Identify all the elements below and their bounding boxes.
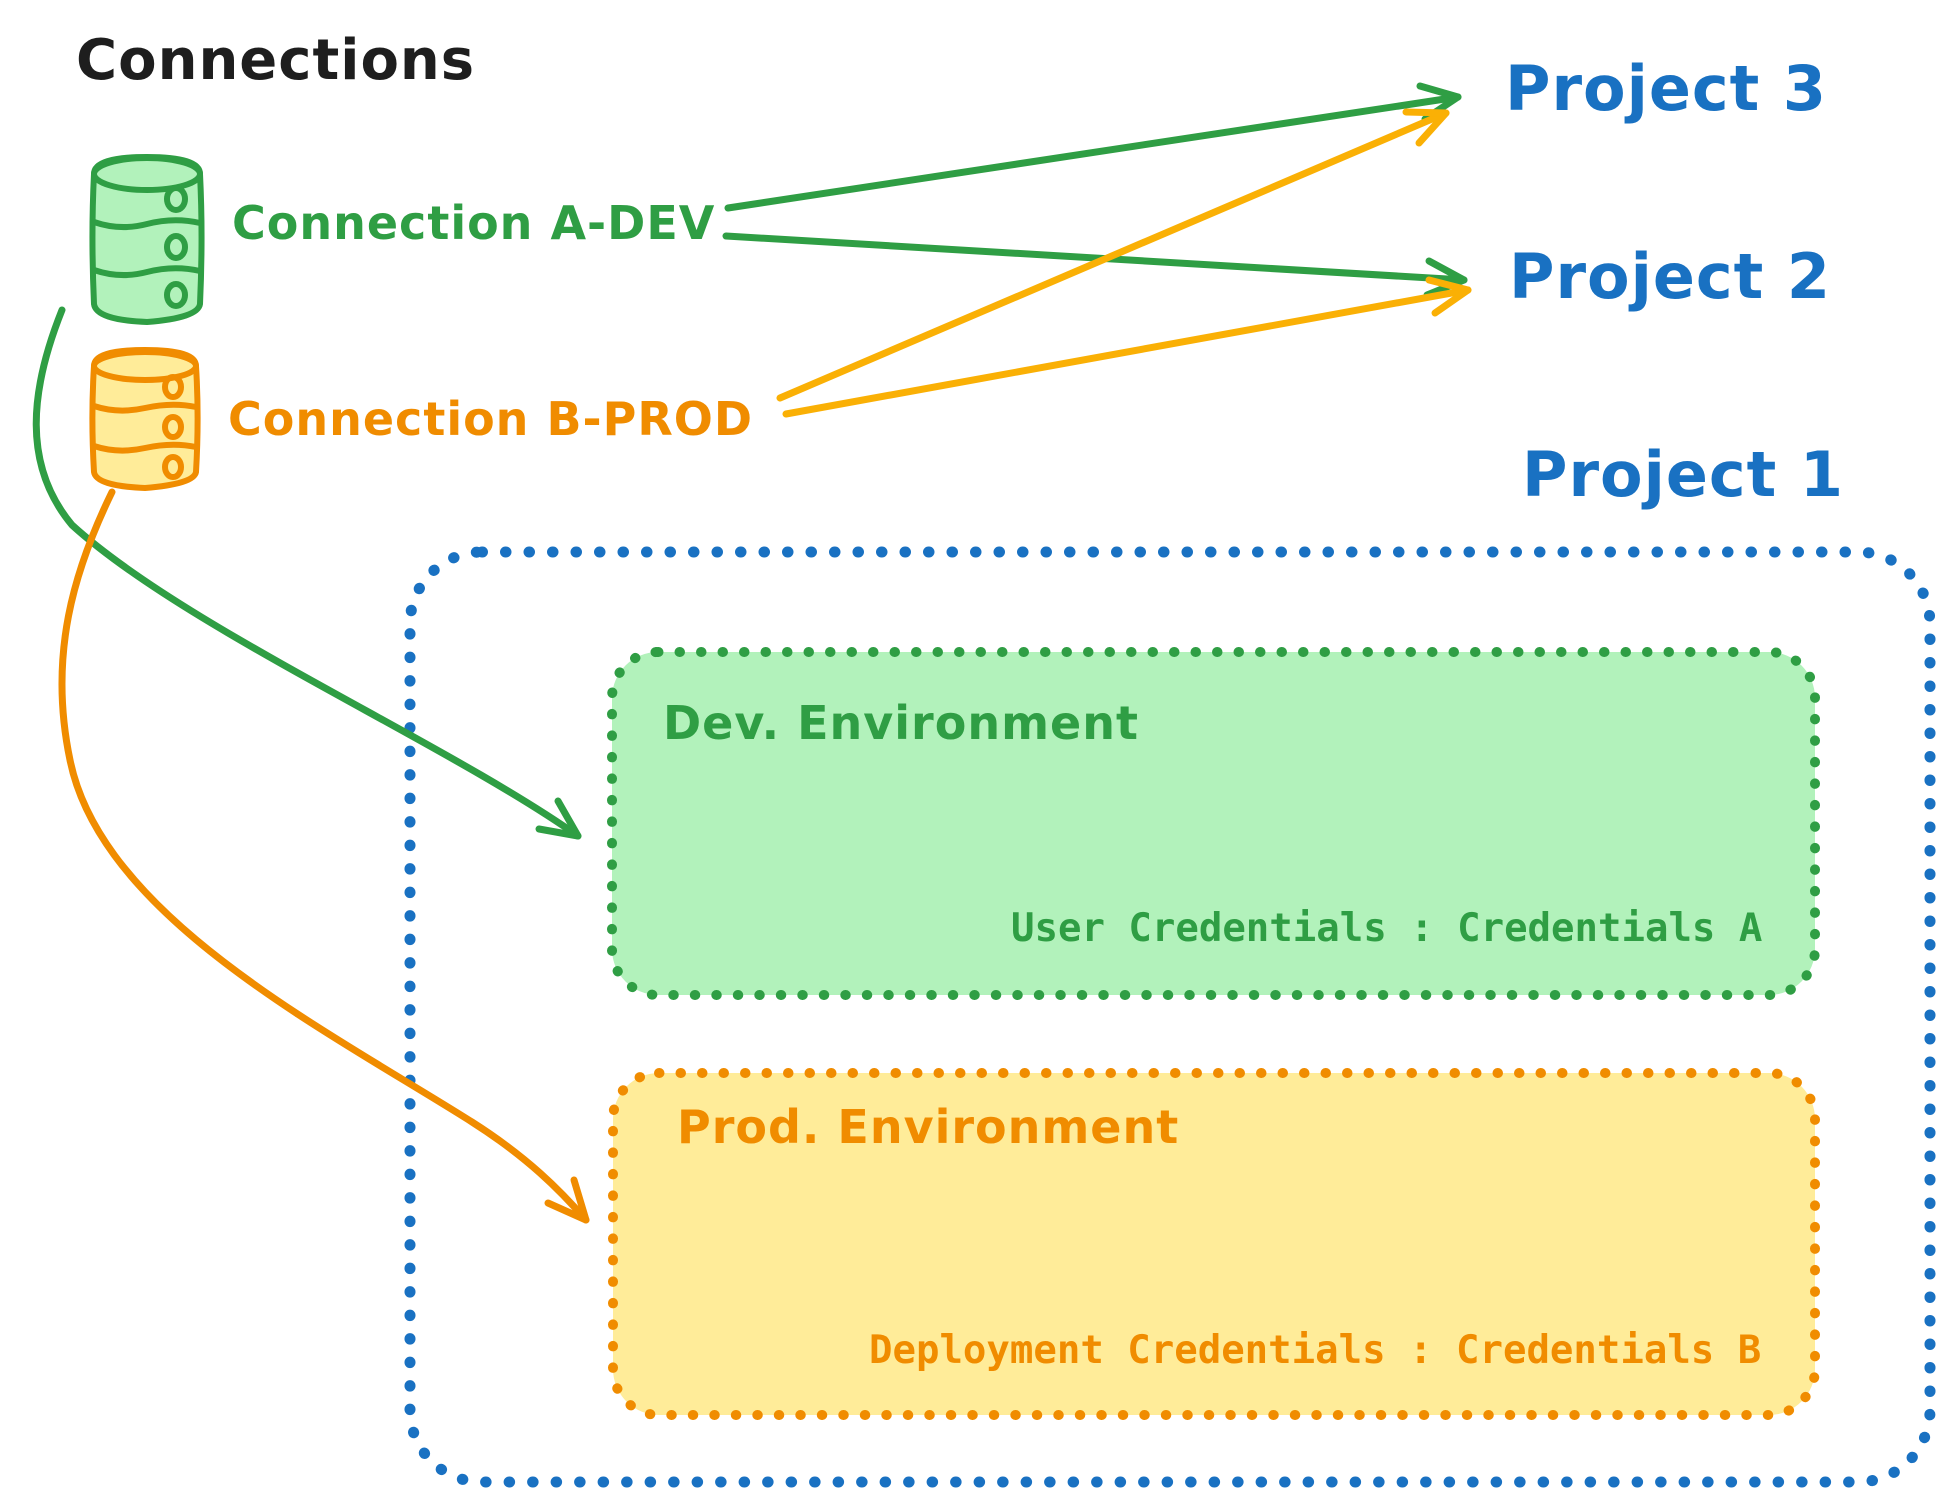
prod-credentials-text: Deployment Credentials : Credentials B	[869, 1328, 1762, 1373]
project-2-label: Project 2	[1509, 240, 1832, 313]
project-1-label: Project 1	[1522, 438, 1845, 511]
connections-title: Connections	[76, 28, 476, 93]
prod-environment-title: Prod. Environment	[677, 1100, 1180, 1154]
arrow-adev-project3	[724, 82, 1462, 212]
dev-database-icon	[89, 153, 205, 326]
project-3-label: Project 3	[1505, 52, 1828, 125]
arrow-bprod-project2	[782, 276, 1472, 418]
connection-b-prod-label: Connection B-PROD	[228, 392, 754, 446]
prod-database-icon	[89, 346, 201, 492]
dev-credentials-text: User Credentials : Credentials A	[1011, 906, 1763, 951]
connection-a-dev-label: Connection A-DEV	[232, 196, 716, 250]
arrow-bprod-prodenv	[58, 488, 590, 1224]
arrow-adev-project2	[722, 232, 1468, 299]
dev-environment-title: Dev. Environment	[663, 696, 1139, 750]
arrow-bprod-project3	[776, 108, 1450, 402]
